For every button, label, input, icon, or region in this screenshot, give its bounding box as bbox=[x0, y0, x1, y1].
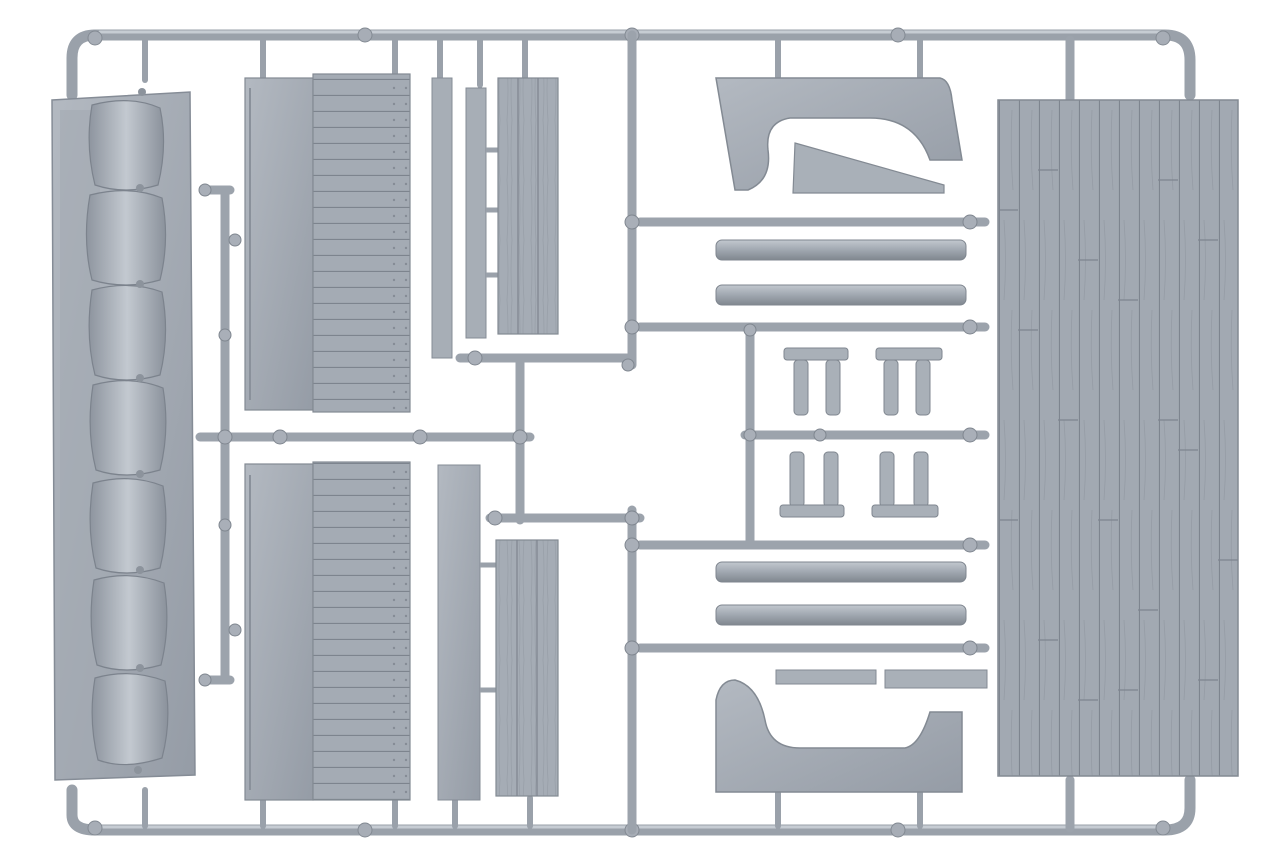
post-brackets bbox=[779, 347, 943, 518]
planked-panel-bottom bbox=[244, 461, 411, 801]
curved-panel-bottom bbox=[715, 669, 988, 793]
planked-panel-top bbox=[244, 73, 411, 413]
floor-panel bbox=[997, 99, 1239, 777]
plank-panel-small-top bbox=[497, 77, 559, 335]
plank-panel-small-bottom bbox=[495, 539, 559, 797]
sandbags bbox=[85, 100, 169, 766]
curved-panel-top bbox=[715, 77, 963, 194]
logs bbox=[715, 239, 967, 626]
thin-strips bbox=[431, 77, 500, 801]
runner-nubs bbox=[198, 183, 978, 687]
attachment-gates bbox=[142, 37, 923, 829]
sandbag-wall bbox=[51, 88, 196, 781]
